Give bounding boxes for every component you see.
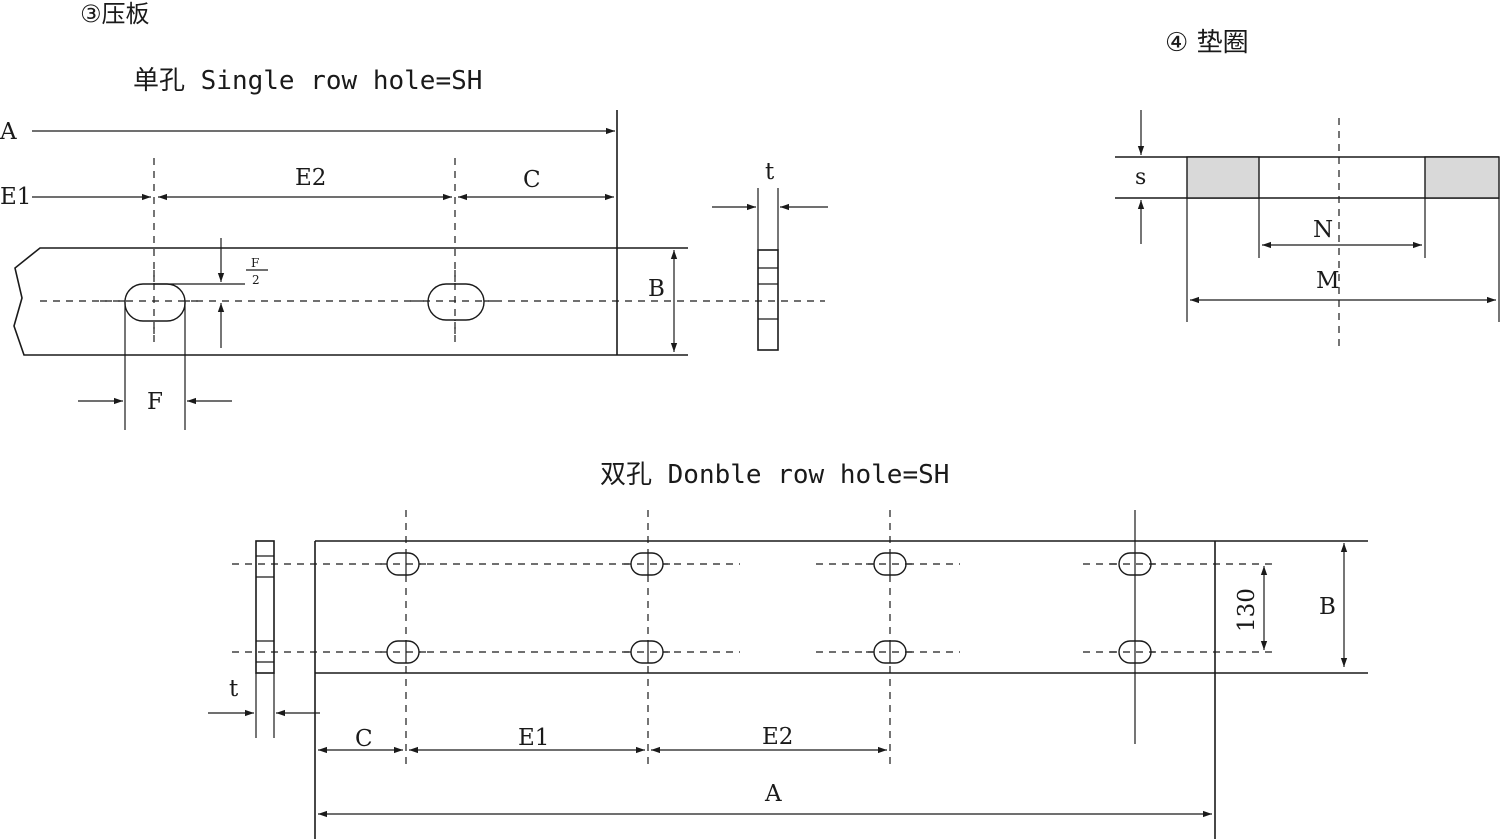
- washer-section-left: [1186, 156, 1260, 199]
- double-slot-crosshairs: [380, 553, 1160, 663]
- dim-b2-label: B: [1319, 594, 1336, 620]
- dim-t2-label: t: [229, 676, 239, 702]
- double-slot-r1-c2: [630, 552, 664, 576]
- dim-e2-label: E2: [295, 165, 326, 191]
- double-row-plate: t C E1 E2 A 130 B: [208, 510, 1368, 839]
- double-slot-r1-c1: [386, 552, 420, 576]
- dim-s-label: s: [1135, 165, 1146, 190]
- single-plate-outline: [13, 247, 688, 356]
- single-side-view: [757, 249, 779, 351]
- double-slot-r2-c2: [630, 640, 664, 664]
- dim-130-label: 130: [1234, 588, 1260, 632]
- dim-e2-2-label: E2: [762, 724, 793, 750]
- dim-n-label: N: [1313, 217, 1333, 243]
- dim-e1-2-label: E1: [518, 725, 549, 751]
- dim-m-label: M: [1316, 268, 1340, 294]
- washer-title: ④ 垫圈: [1165, 28, 1249, 58]
- dim-a-label: A: [0, 119, 17, 145]
- dim-a2-label: A: [764, 781, 782, 807]
- single-slot-hole-1: [124, 283, 186, 322]
- dim-c2-label: C: [355, 726, 373, 752]
- single-row-title: 单孔 Single row hole=SH: [133, 66, 482, 96]
- double-slot-r2-c1: [386, 640, 420, 664]
- washer-drawing: s N M: [1115, 110, 1500, 352]
- dim-b-label: B: [648, 276, 665, 302]
- single-slot-hole-2: [427, 283, 485, 321]
- dim-e1-label: E1: [0, 184, 31, 210]
- dim-t-label: t: [765, 159, 775, 185]
- dim-f-label: F: [147, 389, 163, 415]
- dim-f2-denominator: 2: [252, 273, 260, 287]
- pressure-plate-title: ③压板: [80, 0, 150, 28]
- single-row-plate: A E1 E2 C B F 2 F t: [0, 110, 828, 430]
- dim-f2-numerator: F: [251, 256, 259, 270]
- double-row-title: 双孔 Donble row hole=SH: [600, 460, 949, 490]
- double-side-view: [255, 540, 275, 674]
- dim-c-label: C: [523, 167, 541, 193]
- washer-section-right: [1424, 156, 1500, 199]
